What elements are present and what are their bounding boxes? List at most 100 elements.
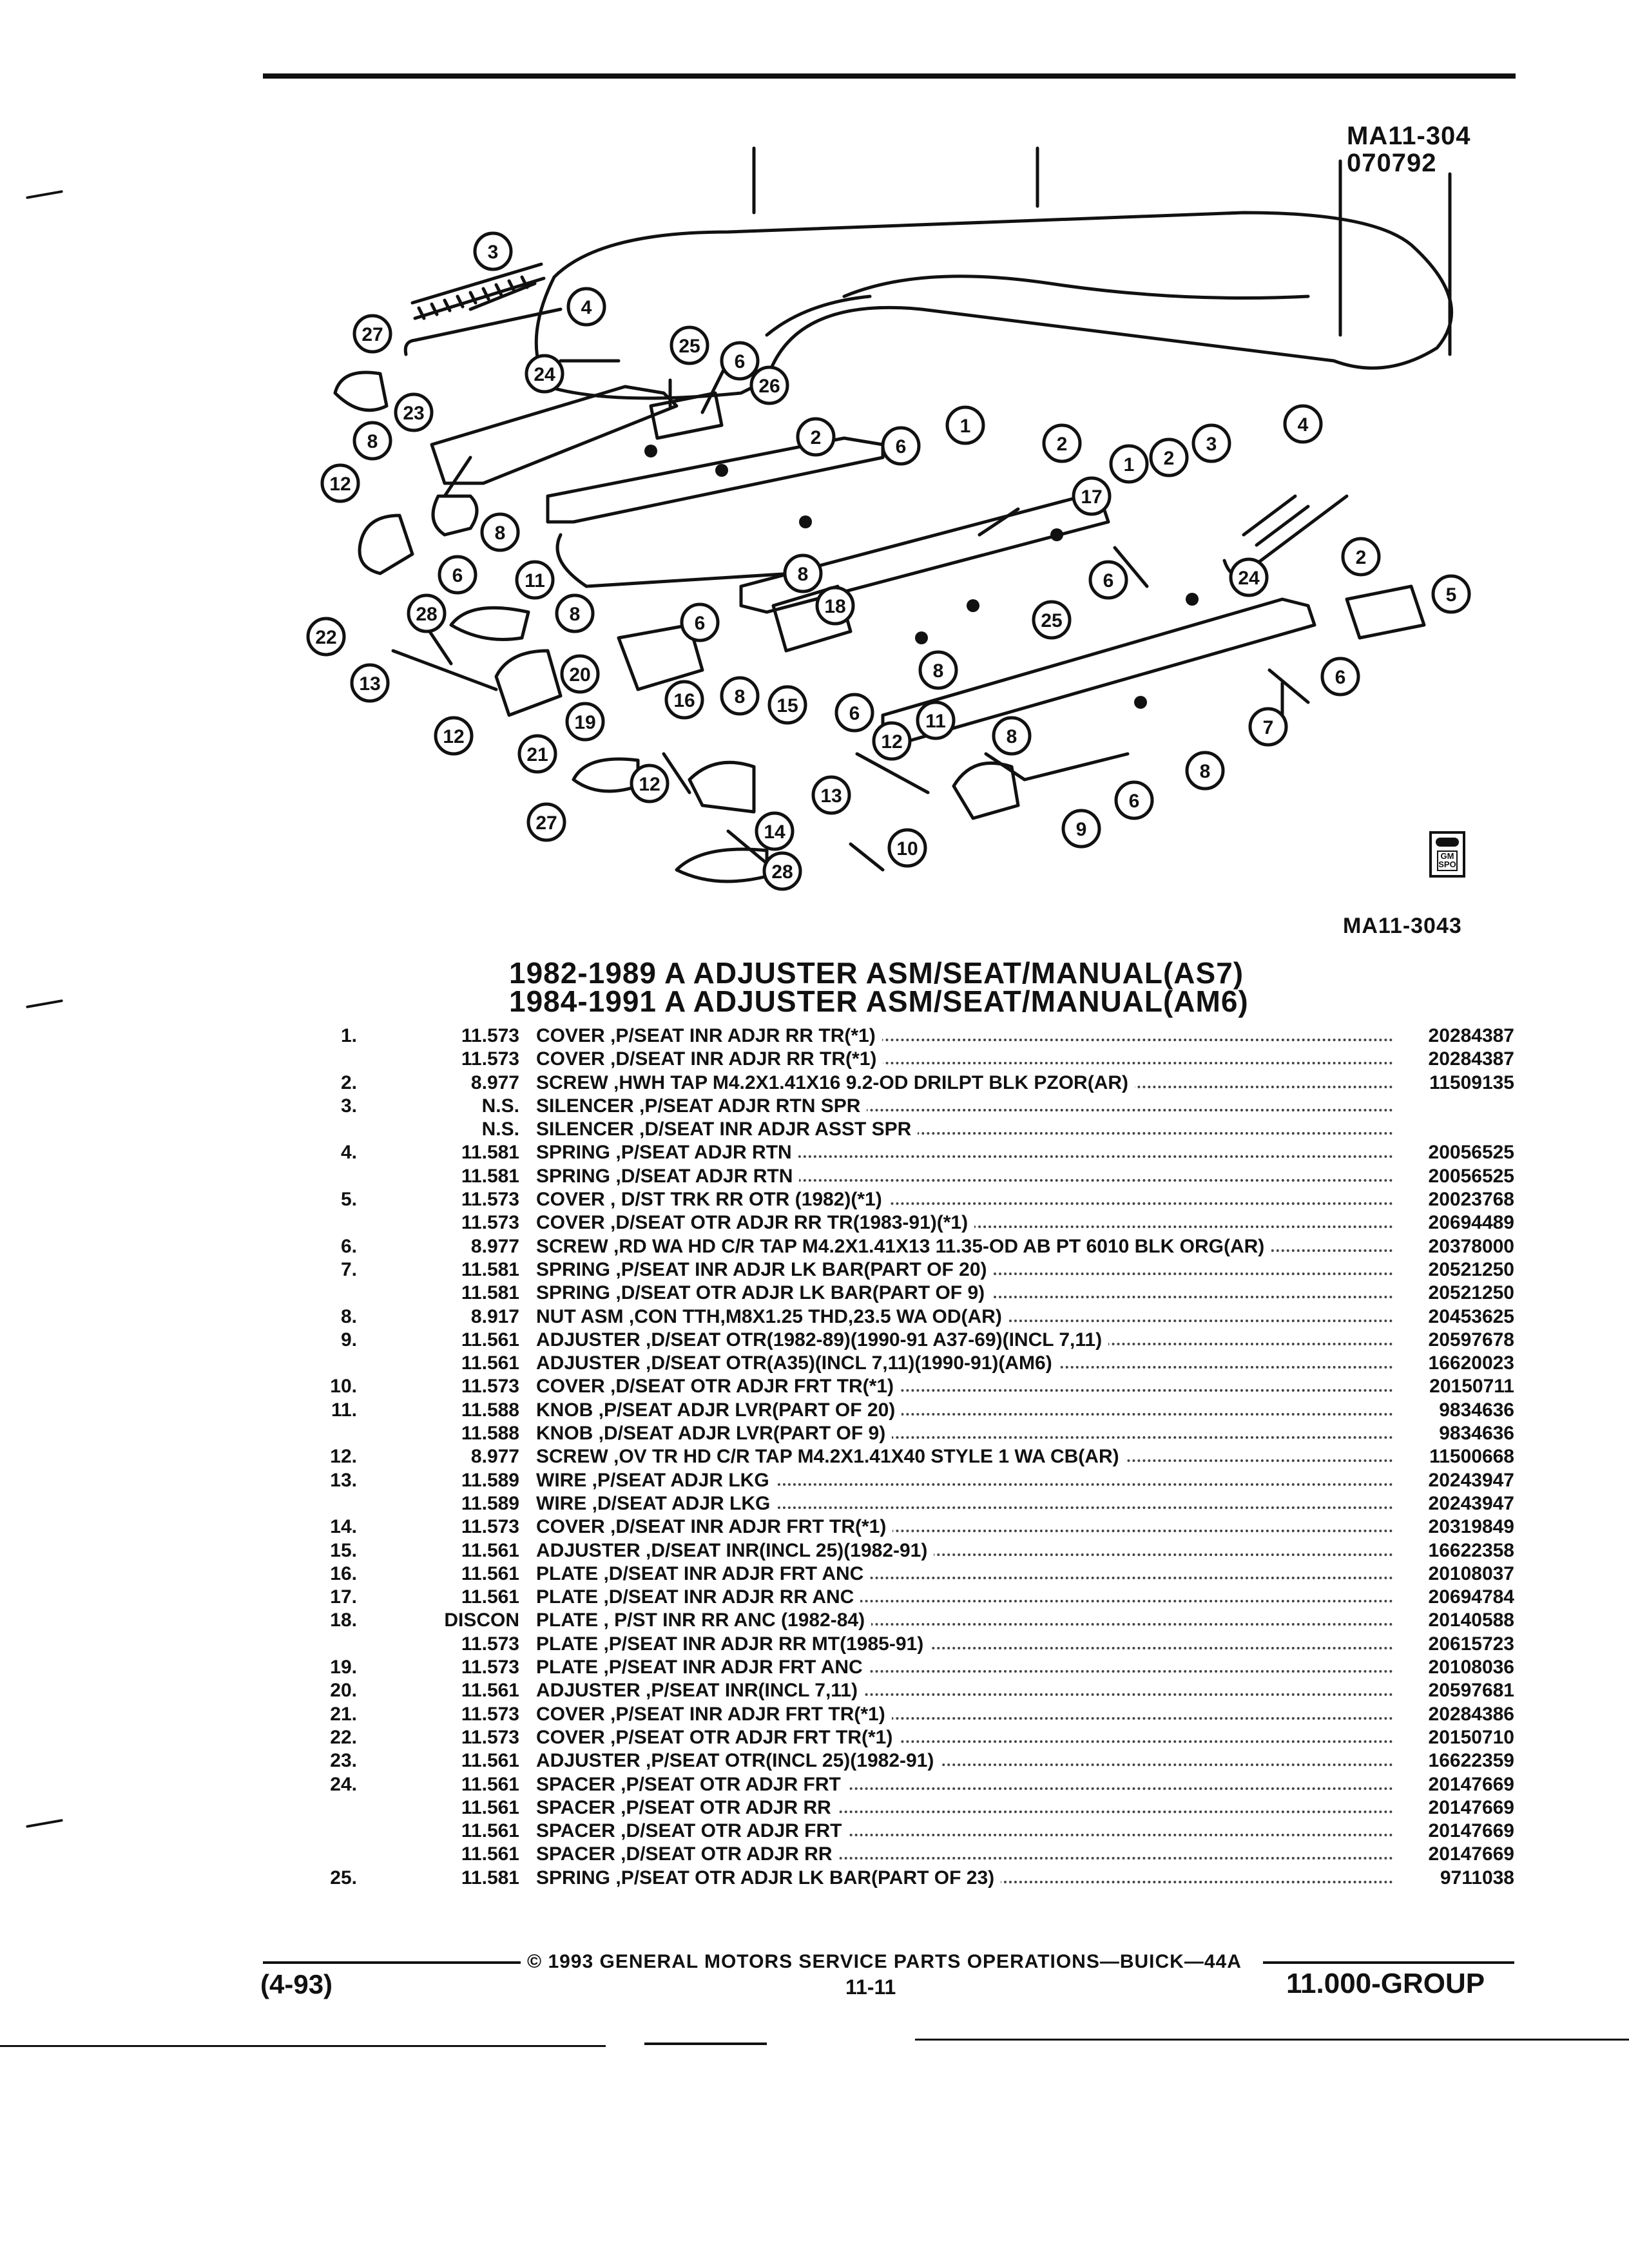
part-description-text: WIRE ,D/SEAT ADJR LKG	[536, 1492, 777, 1514]
part-number: 20319849	[1428, 1516, 1514, 1538]
group-code: 11.561	[461, 1750, 519, 1772]
cover-part-10	[952, 761, 1020, 820]
bottom-scan-line	[0, 2045, 606, 2047]
callout-3: 3	[1191, 423, 1231, 463]
spring-part-4	[403, 307, 563, 356]
callout-23: 23	[394, 392, 434, 432]
part-description-text: ADJUSTER ,D/SEAT INR(INCL 25)(1982-91)	[536, 1539, 934, 1561]
svg-text:4: 4	[581, 297, 592, 318]
svg-text:11: 11	[925, 711, 946, 732]
parts-row: 11.573 PLATE ,P/SEAT INR ADJR RR MT(1985-…	[303, 1633, 1514, 1656]
svg-text:6: 6	[695, 613, 706, 634]
svg-text:8: 8	[933, 660, 944, 682]
illustration-date: 070792	[1347, 149, 1437, 177]
callout-2: 2	[1149, 437, 1189, 477]
part-description-text: PLATE ,P/SEAT INR ADJR FRT ANC	[536, 1657, 869, 1678]
group-code: 11.573	[461, 1212, 519, 1234]
group-number: 11.000-GROUP	[1286, 1968, 1485, 1999]
part-description: SPACER ,P/SEAT OTR ADJR FRT	[536, 1773, 1398, 1796]
group-code: 11.589	[461, 1469, 519, 1491]
callout-2: 2	[1341, 537, 1381, 577]
group-code: 11.573	[461, 1726, 519, 1748]
group-code: 11.573	[461, 1516, 519, 1538]
svg-text:2: 2	[1356, 547, 1367, 568]
svg-text:26: 26	[758, 376, 780, 397]
item-reference: 21.	[330, 1703, 357, 1725]
cover-part-28	[449, 606, 530, 641]
group-code: 11.573	[461, 1703, 519, 1725]
part-description-text: PLATE , P/ST INR RR ANC (1982-84)	[536, 1610, 872, 1631]
svg-text:8: 8	[495, 523, 506, 544]
part-description: COVER ,D/SEAT INR ADJR RR TR(*1)	[536, 1048, 1398, 1071]
part-description: COVER ,D/SEAT INR ADJR FRT TR(*1)	[536, 1515, 1398, 1539]
group-code: 11.573	[461, 1633, 519, 1655]
svg-text:3: 3	[1206, 434, 1217, 455]
svg-text:12: 12	[443, 726, 464, 747]
rail-part-15	[739, 494, 1110, 614]
svg-text:6: 6	[1335, 667, 1346, 688]
item-reference: 14.	[330, 1516, 357, 1538]
cover-part-14	[688, 760, 756, 814]
callout-8: 8	[1185, 751, 1225, 791]
group-code: 11.573	[461, 1025, 519, 1046]
part-number: 20521250	[1428, 1282, 1514, 1304]
item-reference: 23.	[330, 1750, 357, 1772]
top-rule	[263, 73, 1516, 79]
svg-text:4: 4	[1298, 414, 1309, 436]
callout-10: 10	[887, 828, 927, 868]
svg-text:18: 18	[824, 596, 845, 617]
callout-14: 14	[755, 811, 795, 851]
part-description: ADJUSTER ,P/SEAT OTR(INCL 25)(1982-91)	[536, 1749, 1398, 1773]
part-number: 16620023	[1428, 1352, 1514, 1374]
part-number: 11509135	[1429, 1072, 1514, 1093]
part-number: 20147669	[1428, 1843, 1514, 1865]
part-description-text: ADJUSTER ,D/SEAT OTR(1982-89)(1990-91 A3…	[536, 1329, 1109, 1350]
svg-text:6: 6	[1103, 570, 1114, 591]
callout-8: 8	[992, 716, 1032, 756]
part-description: ADJUSTER ,D/SEAT INR(INCL 25)(1982-91)	[536, 1539, 1398, 1562]
rail-part-11	[546, 436, 885, 524]
part-number: 20108037	[1428, 1562, 1514, 1584]
svg-text:7: 7	[1263, 717, 1274, 738]
gm-spo-logo-text: GM SPO	[1437, 850, 1458, 871]
item-reference: 11.	[331, 1399, 357, 1421]
part-number: 20597681	[1428, 1680, 1514, 1702]
part-description-text: COVER ,P/SEAT OTR ADJR FRT TR(*1)	[536, 1726, 900, 1748]
callout-20: 20	[560, 654, 600, 694]
part-description-text: KNOB ,P/SEAT ADJR LVR(PART OF 20)	[536, 1399, 902, 1421]
callout-8: 8	[555, 593, 595, 633]
svg-text:28: 28	[416, 604, 437, 625]
part-description-text: COVER ,P/SEAT INR ADJR FRT TR(*1)	[536, 1703, 892, 1725]
parts-row: 21. 11.573 COVER ,P/SEAT INR ADJR FRT TR(*…	[303, 1703, 1514, 1726]
item-reference: 24.	[330, 1773, 357, 1795]
item-reference: 10.	[330, 1376, 357, 1398]
part-description: PLATE ,D/SEAT INR ADJR FRT ANC	[536, 1562, 1398, 1586]
cover-part-27	[333, 370, 389, 412]
group-code: 11.561	[461, 1329, 519, 1350]
illustration-number: MA11-304	[1347, 122, 1471, 150]
group-code: 11.561	[461, 1820, 519, 1842]
part-description-text: SPACER ,P/SEAT OTR ADJR RR	[536, 1796, 838, 1818]
group-code: 11.561	[461, 1680, 519, 1702]
part-description: PLATE ,P/SEAT INR ADJR RR MT(1985-91)	[536, 1633, 1398, 1656]
callout-3: 3	[473, 231, 513, 271]
callout-8: 8	[918, 650, 958, 690]
callout-7: 7	[1248, 707, 1288, 747]
bracket-part-26	[649, 391, 724, 440]
callout-9: 9	[1061, 809, 1101, 849]
part-number: 20243947	[1428, 1469, 1514, 1491]
svg-text:12: 12	[329, 474, 351, 495]
item-reference: 18.	[330, 1610, 357, 1631]
callout-6: 6	[680, 602, 720, 642]
part-number: 9834636	[1439, 1423, 1514, 1445]
